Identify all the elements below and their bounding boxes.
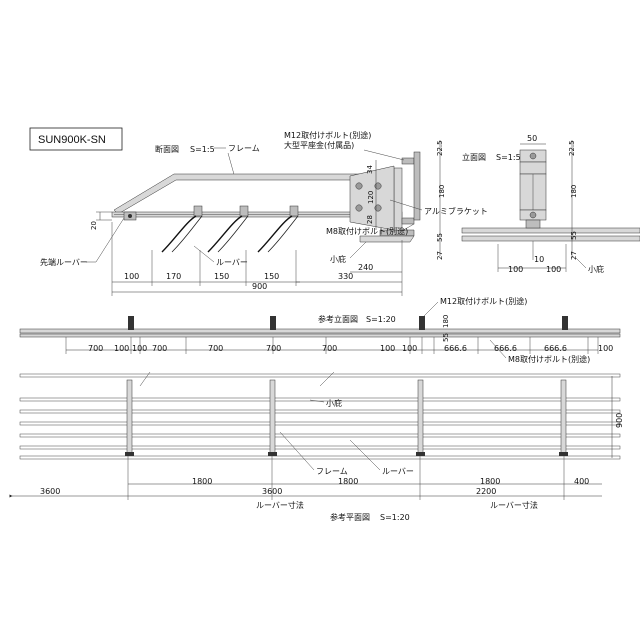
ref-plan-view: 小庇 フレーム ルーバー 900 1800 3600 1800 1800 220…	[9, 371, 624, 522]
section-view: 断面図 S=1:5 フレーム	[40, 130, 488, 296]
small-elev-b1: 10	[534, 255, 544, 264]
ref-elev-d3: 700	[152, 344, 167, 353]
label-louver-section: ルーバー	[216, 258, 248, 267]
small-elev-r0: 22.5	[568, 140, 576, 156]
ref-elev-d1: 100	[114, 344, 129, 353]
label-washer: 大型平座金(付属品)	[284, 140, 354, 150]
ref-elev-d5: 700	[266, 344, 281, 353]
ref-elev-d9: 666.6	[444, 344, 467, 353]
label-small-eave-section: 小庇	[330, 254, 346, 264]
plan-r5: 400	[574, 477, 589, 486]
label-alum-bracket: アルミブラケット	[424, 206, 488, 216]
dim-section-b3: 150	[264, 272, 279, 281]
dim-section-r2: 55	[436, 233, 444, 242]
dim-section-330: 330	[338, 272, 353, 281]
ref-elev-title: 参考立面図	[318, 314, 358, 324]
plan-r1: 3600	[262, 487, 282, 496]
plan-louvers	[19, 373, 621, 460]
ref-elev-d12: 100	[598, 344, 613, 353]
section-scale: S=1:5	[190, 145, 215, 154]
ref-elev-d10: 666.6	[494, 344, 517, 353]
dim-section-r1: 180	[438, 185, 446, 198]
ref-elevation-view: 参考立面図 S=1:20 M12取付けボルト(別途)	[19, 296, 621, 364]
small-elev-scale: S=1:5	[496, 153, 521, 162]
ref-elev-v1: 55	[442, 333, 450, 342]
small-elev-r2: 55	[570, 231, 578, 240]
ref-elev-scale: S=1:20	[366, 315, 396, 324]
plan-frame-label: フレーム	[316, 467, 348, 476]
ref-elev-d6: 700	[322, 344, 337, 353]
plan-r0: 1800	[192, 477, 212, 486]
dim-section-28: 28	[366, 215, 374, 224]
plan-left-3600: 3600	[40, 487, 60, 496]
model-title-block: SUN900K-SN	[29, 127, 123, 151]
ref-plan-scale: S=1:20	[380, 513, 410, 522]
ref-plan-title: 参考平面図	[330, 512, 370, 522]
ref-elev-m8-label: M8取付けボルト(別途)	[508, 354, 590, 364]
dim-section-left: 20	[90, 221, 98, 230]
label-m8-bolt: M8取付けボルト(別途)	[326, 226, 408, 236]
label-m12-bolt: M12取付けボルト(別途)	[284, 130, 371, 140]
dim-section-b2: 150	[214, 272, 229, 281]
small-elev-title: 立面図	[462, 152, 486, 162]
small-elev-r3: 27	[570, 251, 578, 260]
small-elev-b2: 100	[546, 265, 561, 274]
small-elev-r1: 180	[570, 185, 578, 198]
ref-elev-d0: 700	[88, 344, 103, 353]
ref-elev-d11: 666.6	[544, 344, 567, 353]
small-elev-top: 50	[527, 134, 537, 143]
label-tip-louver: 先端ルーバー	[40, 257, 88, 267]
plan-louver-dim-label-2: ルーバー寸法	[490, 500, 538, 510]
small-elev-b0: 100	[508, 265, 523, 274]
plan-louver-dim-label-1: ルーバー寸法	[256, 500, 304, 510]
section-louvers	[161, 205, 299, 253]
plan-r2: 1800	[338, 477, 358, 486]
ref-elev-m12-label: M12取付けボルト(別途)	[440, 296, 527, 306]
dim-section-r0: 22.5	[436, 140, 444, 156]
small-elevation-view: 立面図 S=1:5 50 22.5 180 55 27 100 10 100 小…	[461, 134, 640, 274]
label-frame-section: フレーム	[228, 144, 260, 153]
plan-r3: 1800	[480, 477, 500, 486]
section-title: 断面図	[155, 144, 179, 154]
ref-elev-d2: 100	[132, 344, 147, 353]
ref-elev-d7: 100	[380, 344, 395, 353]
dim-section-34: 34	[366, 165, 374, 174]
plan-small-eave-label: 小庇	[326, 398, 342, 408]
dim-section-240: 240	[358, 263, 373, 272]
plan-r4: 2200	[476, 487, 496, 496]
plan-h900: 900	[615, 413, 624, 428]
small-elev-eave-label: 小庇	[588, 264, 604, 274]
dim-section-b1: 170	[166, 272, 181, 281]
ref-elev-v0: 180	[442, 315, 450, 328]
ref-elev-d8: 100	[402, 344, 417, 353]
dim-section-120: 120	[367, 191, 375, 204]
dim-section-900: 900	[252, 282, 267, 291]
ref-elev-d4: 700	[208, 344, 223, 353]
plan-louver-label: ルーバー	[382, 467, 414, 476]
dim-section-b0: 100	[124, 272, 139, 281]
model-title: SUN900K-SN	[38, 134, 106, 146]
dim-section-r3: 27	[436, 251, 444, 260]
